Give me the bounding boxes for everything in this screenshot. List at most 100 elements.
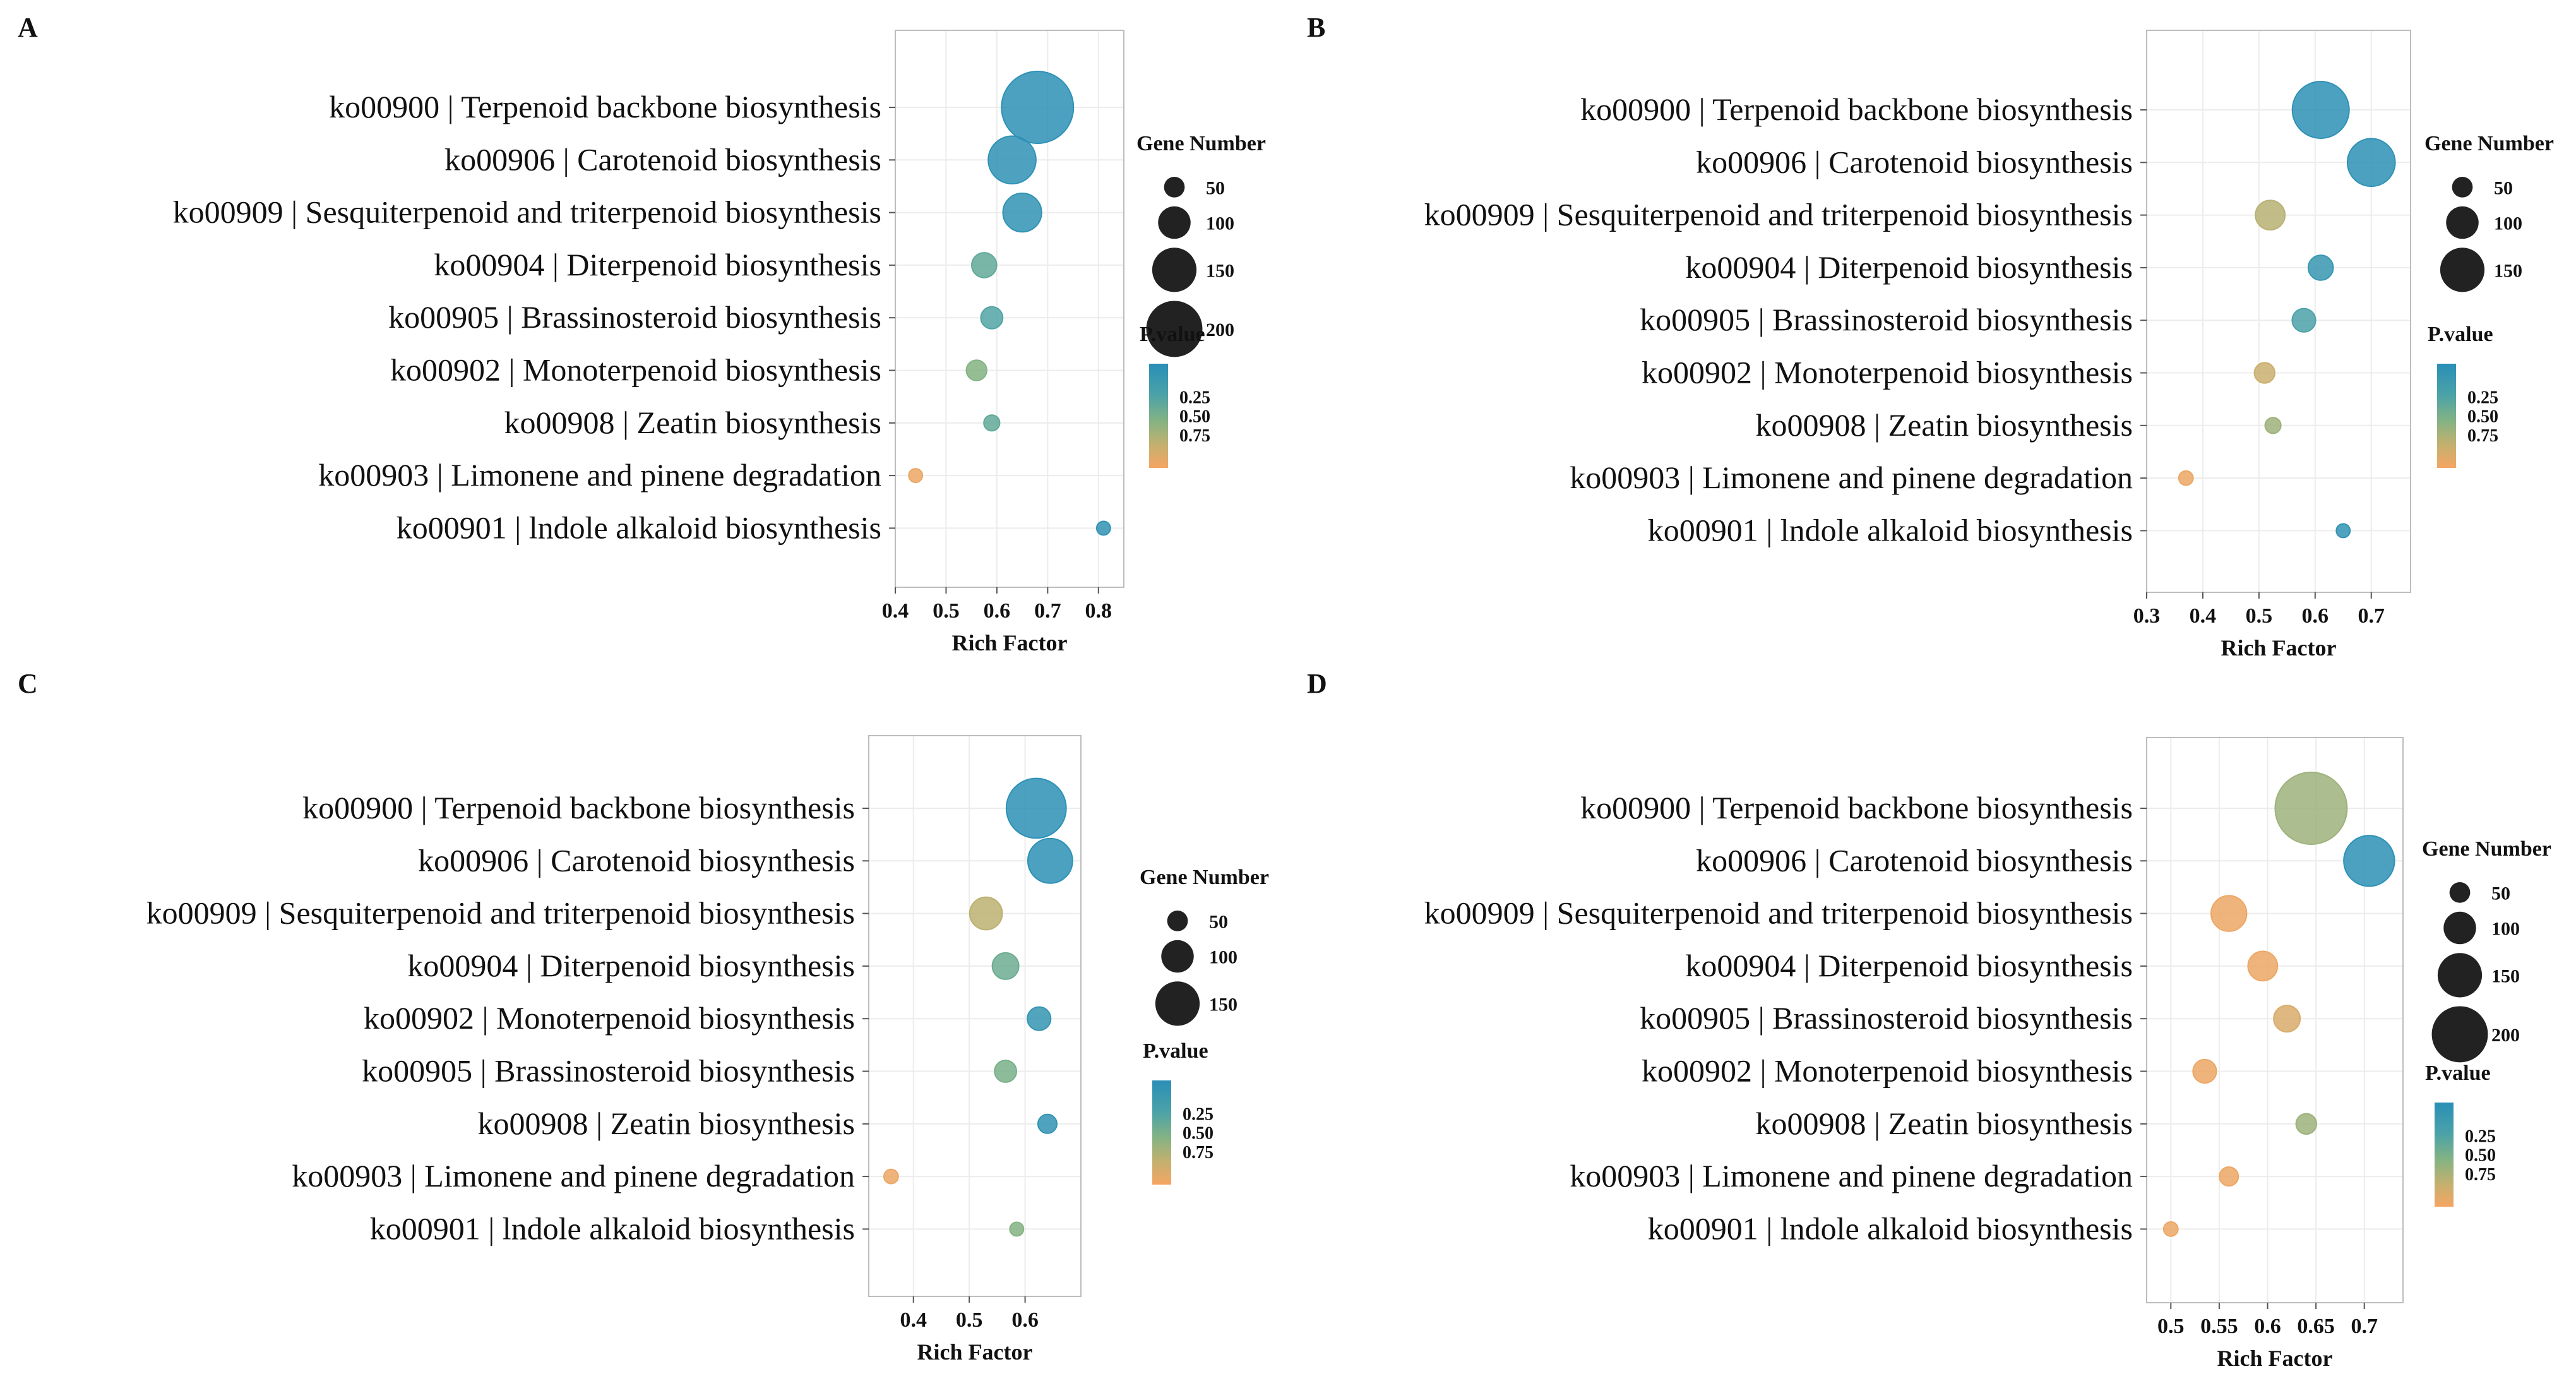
data-point [1037, 1113, 1058, 1134]
y-tick-label: ko00903 | Limonene and pinene degradatio… [318, 457, 881, 493]
y-tick-label: ko00904 | Diterpenoid biosynthesis [1685, 948, 2133, 983]
data-point [2291, 81, 2350, 139]
y-tick-label: ko00900 | Terpenoid backbone biosynthesi… [302, 790, 855, 825]
x-tick-label: 0.7 [2358, 604, 2385, 628]
size-legend-label: 100 [1206, 213, 1234, 234]
panel-letter: C [18, 668, 38, 699]
y-tick-label: ko00905 | Brassinosteroid biosynthesis [362, 1053, 855, 1089]
data-point [2255, 200, 2286, 231]
color-legend-label: 0.50 [2467, 407, 2498, 427]
data-point [994, 1060, 1018, 1083]
size-legend-title: Gene Number [1136, 132, 1266, 155]
plot-border [868, 735, 1082, 1297]
x-tick-label: 0.4 [900, 1308, 927, 1332]
data-point [2192, 1058, 2217, 1084]
size-legend-title: Gene Number [2422, 837, 2551, 861]
x-tick-label: 0.3 [2133, 604, 2161, 628]
data-point [970, 252, 998, 278]
data-point [2273, 1005, 2301, 1033]
y-tick-label: ko00900 | Terpenoid backbone biosynthesi… [1580, 790, 2133, 825]
x-tick-label: 0.6 [2254, 1315, 2281, 1338]
size-legend-label: 150 [2494, 260, 2522, 281]
color-legend-bar [2435, 1103, 2454, 1207]
y-tick-label: ko00902 | Monoterpenoid biosynthesis [364, 1000, 855, 1036]
y-tick-label: ko00900 | Terpenoid backbone biosynthesi… [1580, 92, 2133, 127]
plot-border [895, 30, 1124, 588]
size-legend-dot [2431, 1006, 2488, 1063]
data-point [883, 1168, 899, 1185]
x-tick-label: 0.4 [882, 599, 909, 623]
plot-border [2146, 30, 2411, 593]
size-legend-dot [1158, 206, 1191, 239]
y-tick-label: ko00902 | Monoterpenoid biosynthesis [390, 352, 881, 388]
y-tick-label: ko00908 | Zeatin biosynthesis [478, 1106, 855, 1141]
color-legend-label: 0.50 [2465, 1146, 2496, 1166]
x-axis-title: Rich Factor [917, 1339, 1033, 1365]
data-point [2295, 1113, 2317, 1135]
size-legend-label: 150 [2491, 966, 2520, 986]
color-legend-label: 0.75 [2467, 426, 2498, 446]
data-point [1027, 1006, 1052, 1031]
panel-letter: B [1307, 12, 1325, 43]
data-point [2247, 950, 2279, 982]
color-legend-title: P.value [1143, 1039, 1208, 1063]
x-tick-label: 0.65 [2297, 1315, 2335, 1338]
y-tick-label: ko00901 | lndole alkaloid biosynthesis [370, 1211, 855, 1246]
x-tick-label: 0.7 [1034, 599, 1061, 623]
data-point [980, 306, 1004, 330]
y-tick-label: ko00909 | Sesquiterpenoid and triterpeno… [1424, 197, 2133, 232]
size-legend-dot [1146, 301, 1203, 357]
y-tick-label: ko00905 | Brassinosteroid biosynthesis [388, 299, 881, 335]
x-tick-label: 0.7 [2351, 1315, 2378, 1338]
size-legend-dot [2452, 177, 2473, 198]
data-point [2346, 138, 2396, 188]
x-tick-label: 0.5 [2246, 604, 2273, 628]
data-point [987, 135, 1037, 185]
size-legend-dot [1155, 981, 1200, 1026]
x-tick-label: 0.5 [2157, 1315, 2185, 1338]
data-point [2210, 895, 2248, 932]
x-tick-label: 0.6 [1011, 1308, 1039, 1332]
data-point [2178, 470, 2194, 486]
data-point [2274, 772, 2348, 845]
x-tick-label: 0.4 [2190, 604, 2217, 628]
size-legend-label: 50 [1209, 911, 1228, 932]
y-tick-label: ko00906 | Carotenoid biosynthesis [1696, 842, 2133, 878]
data-point [2264, 417, 2282, 434]
size-legend-label: 100 [2494, 213, 2522, 234]
data-point [965, 359, 987, 381]
color-legend-bar [1152, 1080, 1171, 1185]
plot-border [2146, 737, 2404, 1303]
size-legend-title: Gene Number [2424, 132, 2554, 155]
color-legend-title: P.value [1140, 323, 1205, 346]
y-tick-label: ko00902 | Monoterpenoid biosynthesis [1642, 355, 2133, 390]
size-legend-dot [1161, 940, 1194, 973]
y-tick-label: ko00908 | Zeatin biosynthesis [1756, 1106, 2133, 1141]
y-tick-label: ko00905 | Brassinosteroid biosynthesis [1640, 302, 2133, 337]
data-point [1002, 193, 1042, 233]
data-point [969, 896, 1003, 931]
size-legend-dot [2443, 911, 2476, 945]
size-legend-label: 150 [1206, 260, 1234, 281]
x-tick-label: 0.5 [933, 599, 960, 623]
data-point [2162, 1221, 2179, 1237]
color-legend-title: P.value [2428, 323, 2493, 346]
color-legend-title: P.value [2425, 1061, 2491, 1085]
y-tick-label: ko00901 | lndole alkaloid biosynthesis [397, 510, 881, 545]
color-legend-label: 0.25 [2465, 1127, 2496, 1146]
x-tick-label: 0.6 [2302, 604, 2329, 628]
data-point [1009, 1221, 1025, 1237]
y-tick-label: ko00906 | Carotenoid biosynthesis [1696, 144, 2133, 179]
data-point [1005, 777, 1067, 839]
y-tick-label: ko00905 | Brassinosteroid biosynthesis [1640, 1000, 2133, 1036]
color-legend-label: 0.25 [2467, 388, 2498, 407]
x-tick-label: 0.55 [2200, 1315, 2238, 1338]
plot-grid [2146, 30, 2411, 592]
data-point [2253, 362, 2275, 384]
size-legend-dot [2446, 206, 2479, 239]
data-point [908, 468, 924, 484]
